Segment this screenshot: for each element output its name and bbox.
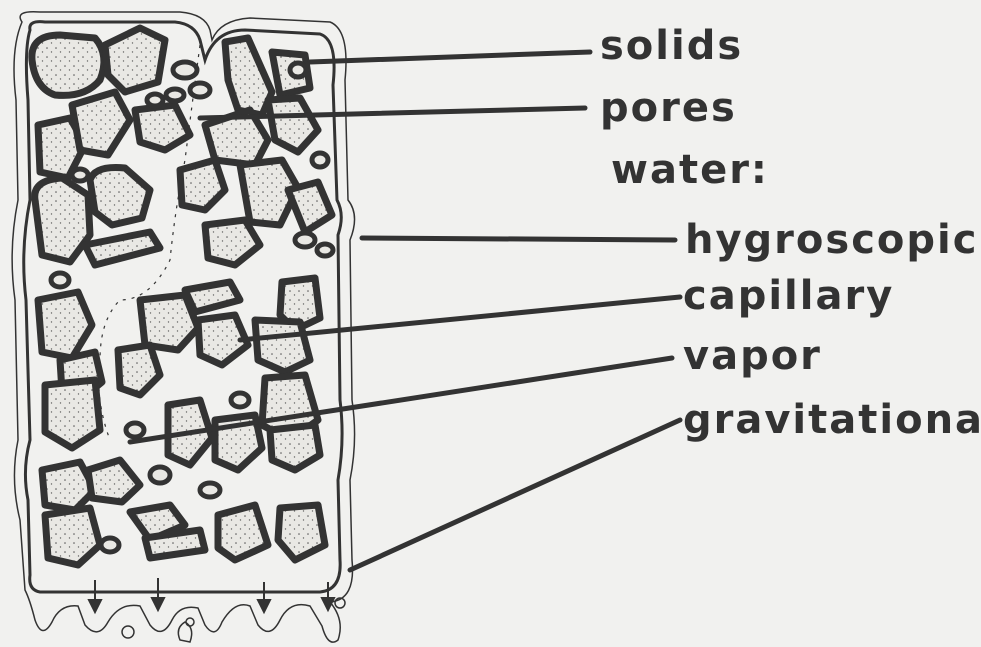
soil-particles xyxy=(32,28,332,565)
label-capillary: capillary xyxy=(683,276,894,316)
leader-hygroscopic xyxy=(362,238,675,240)
label-gravitational: gravitational xyxy=(683,400,981,440)
label-solids: solids xyxy=(600,26,743,66)
leader-solids xyxy=(310,52,590,62)
label-pores: pores xyxy=(600,88,737,128)
label-vapor: vapor xyxy=(683,336,822,376)
leader-gravitational xyxy=(350,420,680,570)
leader-vapor xyxy=(130,358,672,442)
label-hygroscopic: hygroscopic xyxy=(685,220,978,260)
label-water: water: xyxy=(611,150,769,190)
